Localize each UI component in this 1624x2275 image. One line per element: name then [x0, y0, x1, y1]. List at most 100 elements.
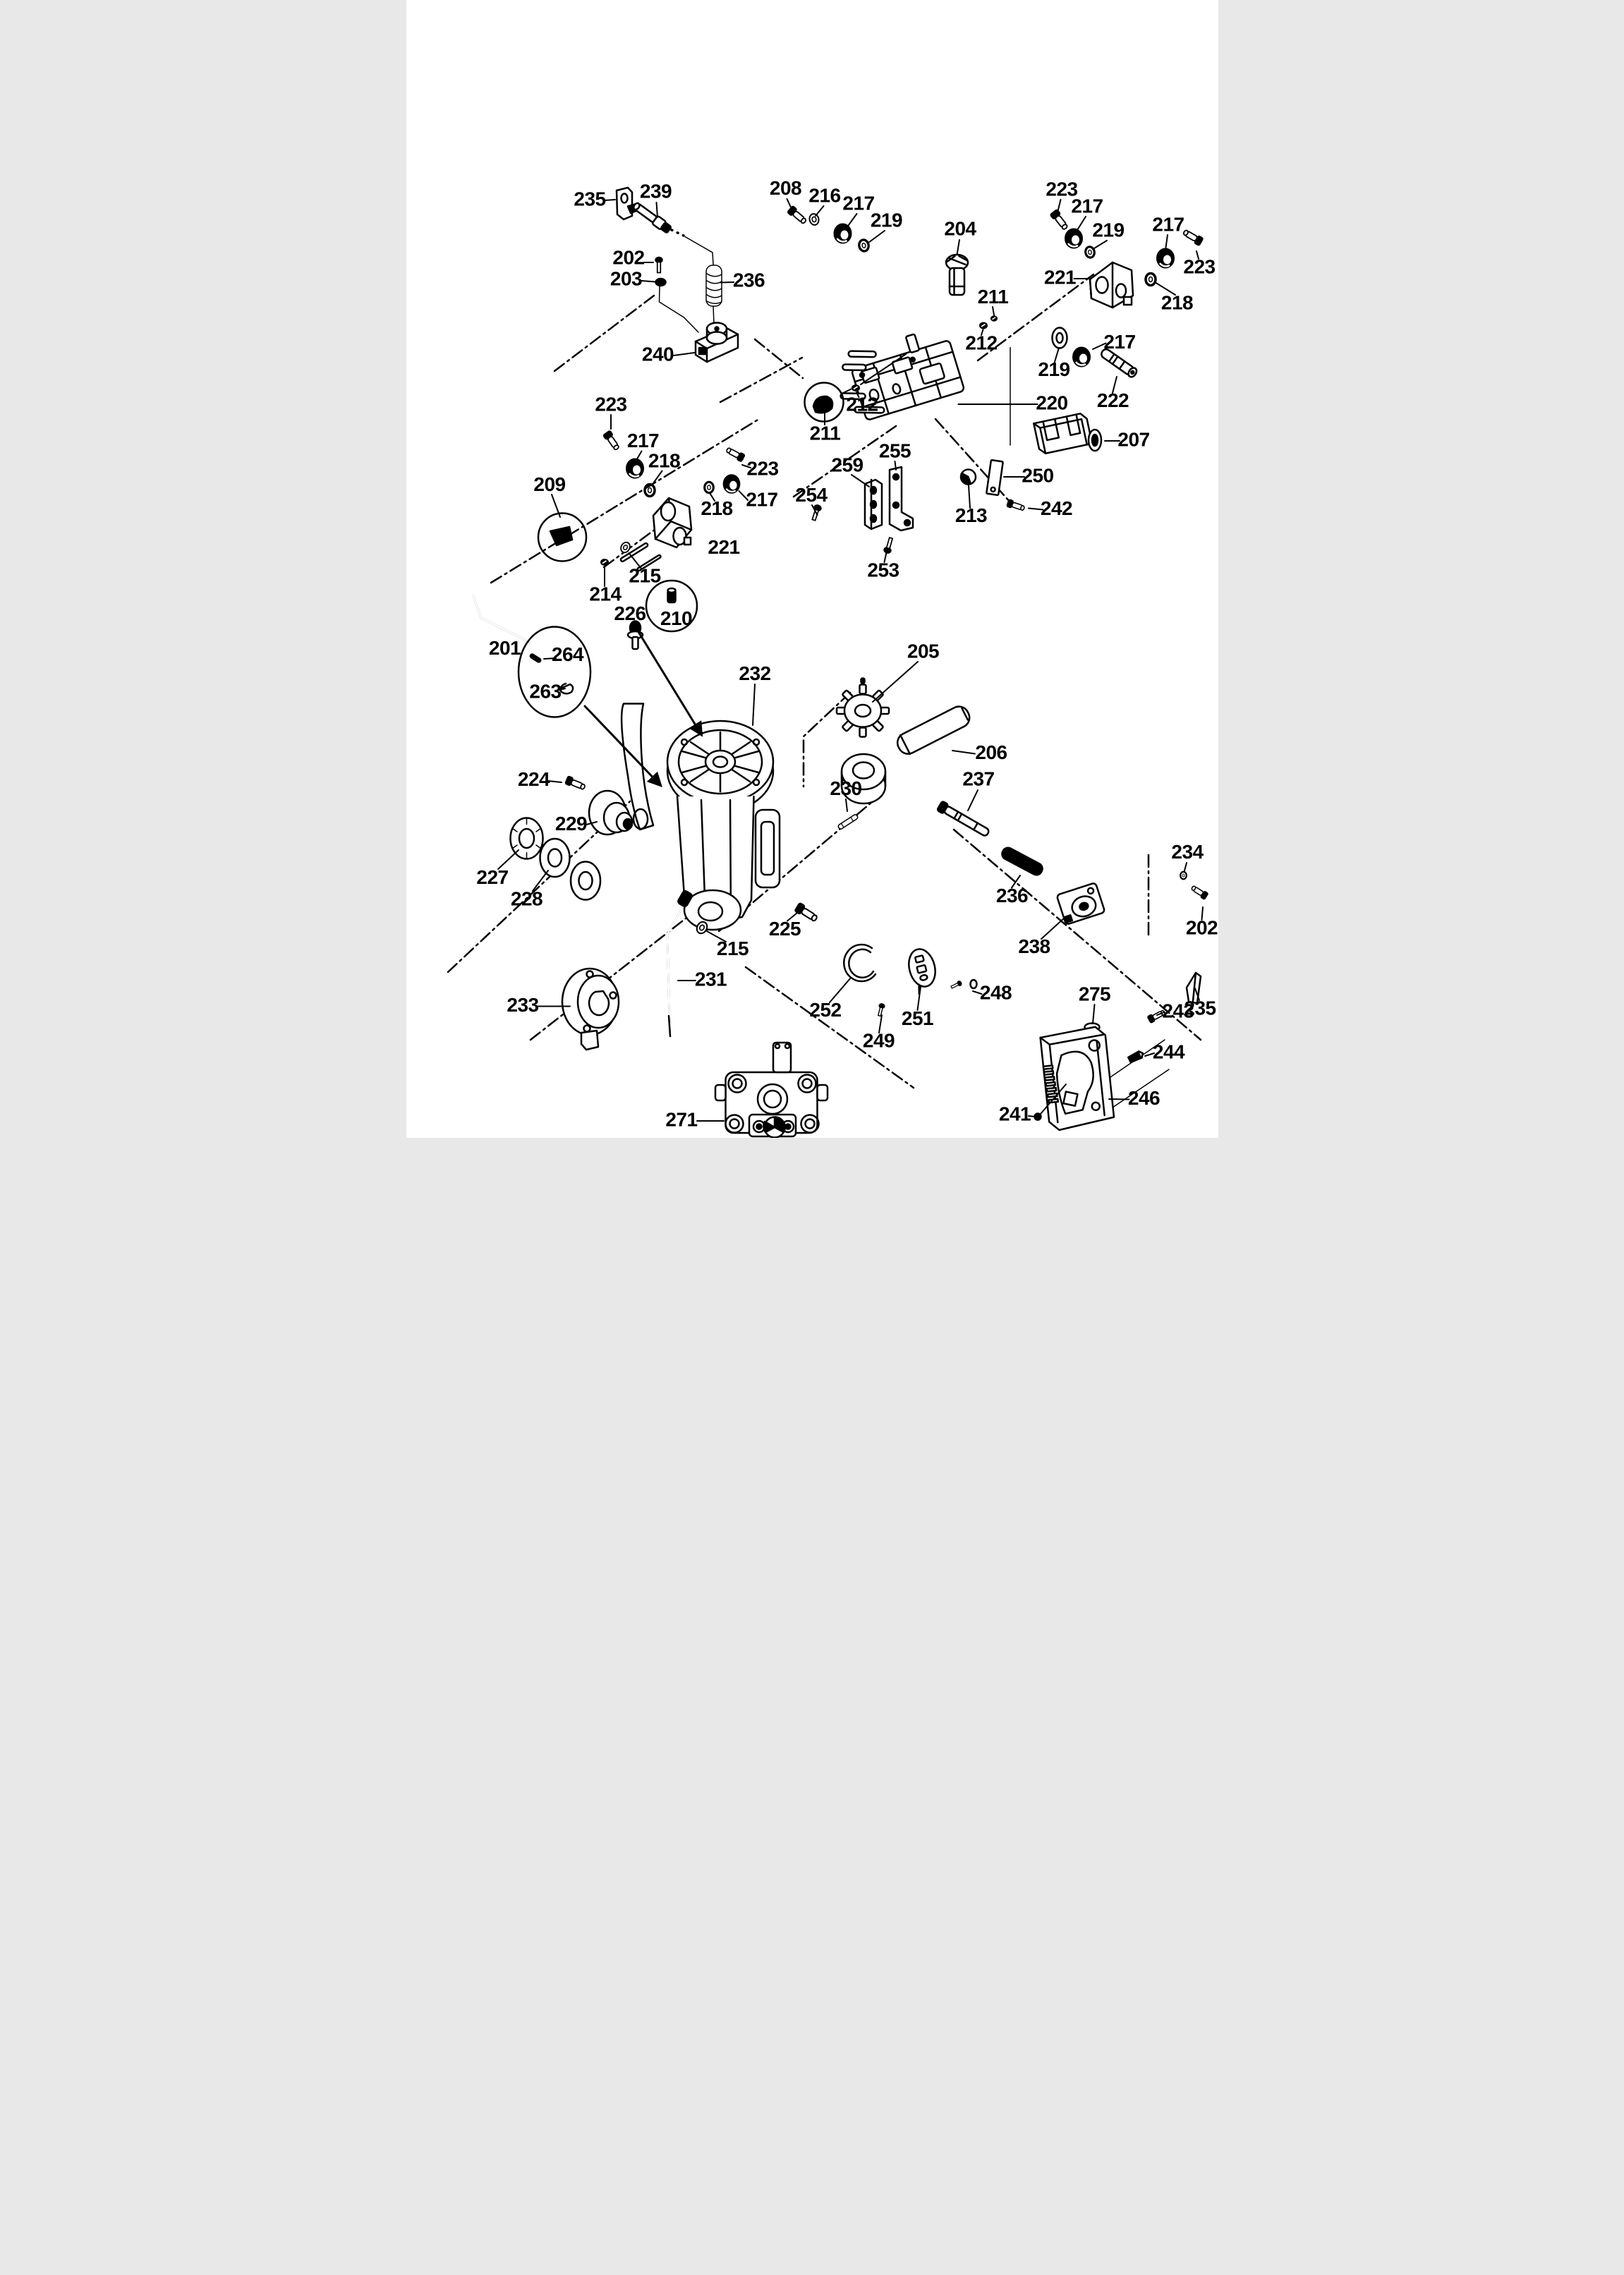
leader-217-4: [1091, 342, 1106, 350]
part-203-ring: [654, 277, 667, 287]
part-212-nut-upper: [978, 322, 988, 329]
leader-204: [956, 239, 960, 255]
leader-211-1: [991, 306, 995, 316]
part-label-264: 264: [551, 643, 583, 665]
part-211-callout-circle: [803, 382, 844, 423]
part-label-259: 259: [831, 454, 863, 475]
leader-243: [1156, 1012, 1165, 1016]
part-label-202-1: 202: [612, 246, 644, 268]
pointer-arrows: [583, 624, 703, 788]
leader-218-1: [1153, 281, 1176, 296]
part-251-disc: [907, 948, 936, 995]
leader-234: [1183, 862, 1187, 873]
part-label-223-3: 223: [595, 393, 626, 415]
part-242-screw: [1005, 499, 1026, 513]
part-label-207: 207: [1117, 428, 1149, 450]
leader-259: [850, 474, 870, 487]
part-label-210: 210: [660, 607, 691, 629]
part-label-252: 252: [809, 999, 841, 1021]
leader-219-3: [1053, 347, 1060, 363]
part-label-222: 222: [1096, 389, 1128, 411]
part-label-219-2: 219: [1092, 219, 1124, 241]
part-221-clamp-left: [652, 497, 692, 549]
part-label-218-3: 218: [701, 497, 732, 519]
part-label-217-6: 217: [746, 488, 777, 510]
leader-211-circle-to-nut: [840, 388, 852, 394]
part-255-bracket: [888, 466, 914, 532]
leader-219-2: [1093, 240, 1108, 249]
part-label-255: 255: [878, 439, 910, 461]
leader-203: [641, 280, 656, 283]
leader-217-2: [1076, 216, 1086, 231]
part-label-271: 271: [665, 1108, 697, 1130]
leader-209: [550, 494, 561, 518]
part-248-screw: [950, 978, 978, 990]
part-label-234: 234: [1171, 841, 1204, 863]
part-label-212-2: 212: [846, 393, 878, 415]
leader-252: [828, 977, 852, 1003]
part-label-204: 204: [944, 217, 976, 239]
leader-225: [786, 912, 798, 922]
part-236-spring-lower: [1000, 847, 1043, 876]
part-202-screw-2: [1189, 884, 1208, 900]
part-205-star-wheel: [835, 677, 890, 738]
part-label-225: 225: [768, 918, 800, 940]
part-label-239: 239: [639, 180, 671, 202]
part-217-bearing-4: [1071, 346, 1091, 368]
part-202-screw: [654, 256, 663, 274]
part-209-callout-circle: [537, 512, 587, 562]
part-206-lever: [840, 705, 970, 805]
part-label-217-3: 217: [1152, 213, 1184, 235]
leader-236-1: [719, 281, 734, 284]
leader-241: [1027, 1115, 1036, 1117]
part-216-washer: [807, 212, 820, 227]
part-234-clip: [1179, 870, 1187, 880]
part-label-223-4: 223: [746, 457, 778, 479]
leader-246: [1108, 1098, 1129, 1100]
part-label-217-5: 217: [626, 430, 658, 451]
part-214-nut: [600, 558, 609, 566]
part-label-221-2: 221: [708, 536, 739, 558]
part-232-yoke: [620, 703, 780, 931]
leader-275: [1091, 1004, 1095, 1024]
part-label-243: 243: [1162, 1000, 1194, 1021]
leader-236-2: [1010, 875, 1021, 889]
leader-202-2: [1201, 906, 1204, 921]
leader-218-2: [650, 470, 662, 487]
part-237-pin: [936, 801, 989, 837]
leader-217-1: [845, 213, 857, 229]
part-label-219-1: 219: [870, 209, 902, 231]
part-230-pin: [836, 813, 859, 831]
leader-255: [894, 461, 897, 471]
leader-212-2: [855, 392, 859, 398]
part-label-227: 227: [476, 866, 508, 888]
part-239-pin: [632, 202, 672, 233]
leader-224: [547, 780, 562, 783]
leader-219-1: [867, 230, 885, 243]
leader-249: [878, 1014, 883, 1033]
part-217-bearing-3: [1155, 247, 1175, 269]
part-233-hub: [561, 967, 619, 1051]
leader-223-2: [1195, 250, 1199, 260]
part-204-screw: [945, 253, 969, 296]
part-228-washers: [538, 837, 601, 901]
part-229-grommet: [588, 789, 633, 836]
part-label-253: 253: [867, 559, 899, 581]
leader-208: [786, 198, 793, 211]
leader-254: [811, 504, 818, 516]
part-231-rod: [666, 890, 693, 1038]
part-249-screw: [875, 1002, 885, 1017]
leader-217-3: [1165, 234, 1168, 248]
leader-238: [1040, 916, 1066, 940]
part-drawings: [472, 186, 1208, 1138]
pointer-arrow-1: [633, 624, 703, 737]
part-label-251: 251: [901, 1007, 933, 1029]
leader-244: [1144, 1052, 1155, 1057]
leader-212-1: [980, 329, 983, 336]
part-label-220: 220: [1036, 392, 1067, 413]
part-label-263: 263: [529, 680, 561, 702]
part-label-223-2: 223: [1183, 255, 1215, 277]
part-label-219-3: 219: [1038, 358, 1069, 380]
part-253-screw: [882, 536, 895, 555]
